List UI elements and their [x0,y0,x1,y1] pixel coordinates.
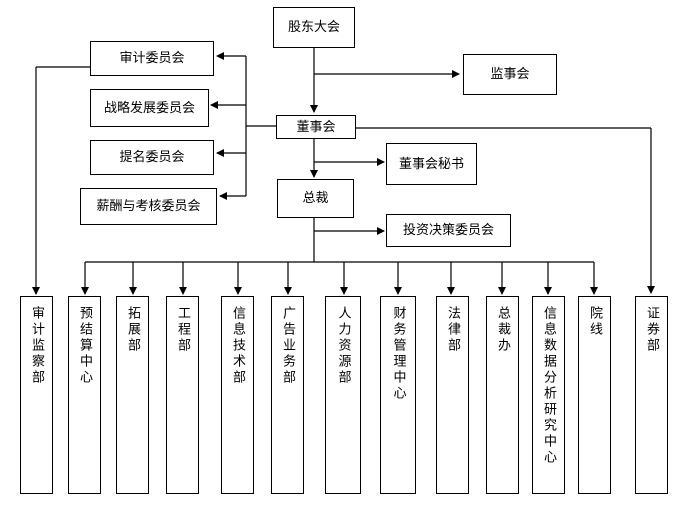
department-label: 信息技术部 [230,306,245,386]
department-label: 法律部 [445,306,460,354]
department-box: 院线 [578,296,611,494]
investment-committee-box: 投资决策委员会 [386,214,511,247]
department-label: 广告业务部 [280,306,295,386]
department-box: 信息技术部 [221,296,254,494]
department-label: 财务管理中心 [390,306,406,402]
department-box: 工程部 [166,296,199,494]
department-label: 人力资源部 [335,306,351,386]
board-of-supervisors-box: 监事会 [463,54,557,95]
department-label: 拓展部 [125,306,140,354]
president-label: 总裁 [302,191,329,206]
audit-committee-label: 审计委员会 [119,51,185,66]
department-label: 院线 [587,306,602,338]
department-label: 工程部 [175,306,190,354]
board-of-directors-box: 董事会 [276,115,356,139]
audit-committee-box: 审计委员会 [90,41,214,76]
department-box: 证券部 [635,296,668,494]
department-box: 总裁办 [486,296,519,494]
nomination-committee-box: 提名委员会 [90,140,214,175]
department-label: 预结算中心 [77,306,92,386]
department-box: 广告业务部 [271,296,304,494]
compensation-committee-label: 薪酬与考核委员会 [96,199,201,214]
strategy-committee-box: 战略发展委员会 [90,89,209,127]
department-box: 拓展部 [116,296,149,494]
president-box: 总裁 [277,179,354,218]
shareholders-meeting-label: 股东大会 [287,20,340,35]
department-label: 总裁办 [495,306,510,354]
investment-committee-label: 投资决策委员会 [402,223,494,238]
board-of-supervisors-label: 监事会 [490,67,530,82]
strategy-committee-label: 战略发展委员会 [103,100,195,116]
department-box: 人力资源部 [325,296,361,494]
department-box: 信息数据分析研究中心 [532,296,565,494]
department-box: 审计监察部 [20,296,53,494]
board-secretary-box: 董事会秘书 [386,143,477,185]
department-label: 信息数据分析研究中心 [541,306,556,466]
shareholders-meeting-box: 股东大会 [273,7,355,48]
board-secretary-label: 董事会秘书 [398,156,464,172]
nomination-committee-label: 提名委员会 [119,150,185,165]
department-label: 证券部 [644,306,659,354]
department-label: 审计监察部 [29,306,44,386]
compensation-committee-box: 薪酬与考核委员会 [80,188,217,225]
department-box: 法律部 [436,296,469,494]
department-box: 财务管理中心 [380,296,416,494]
department-box: 预结算中心 [68,296,101,494]
board-of-directors-label: 董事会 [296,119,336,135]
